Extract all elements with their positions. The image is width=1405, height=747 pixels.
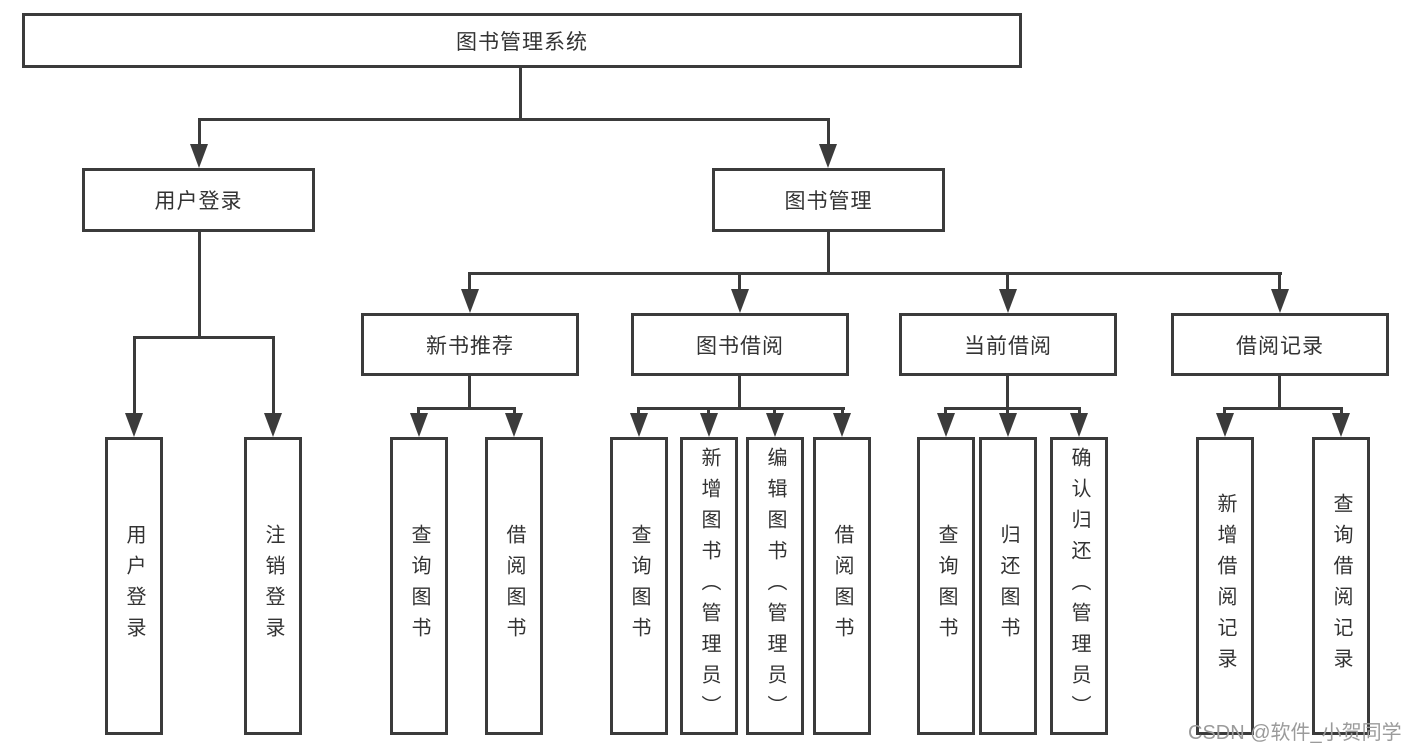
connector-line — [513, 407, 516, 417]
leaf-borrow-books: 借阅图书 — [813, 437, 871, 735]
leaf-query-books-label: 查询图书 — [628, 524, 650, 648]
leaf-add-books-admin-label: 新增图书（管理员） — [698, 446, 720, 726]
connector-line — [133, 336, 136, 416]
leaf-logout-login-label: 注销登录 — [262, 524, 284, 648]
node-book-management-label: 图书管理 — [784, 190, 873, 213]
arrow-down — [1070, 413, 1088, 437]
arrow-down — [999, 413, 1017, 437]
node-current-borrow-label: 当前借阅 — [964, 334, 1052, 358]
connector-line — [469, 272, 1282, 275]
leaf-query-books-label: 查询图书 — [935, 524, 957, 648]
arrow-down — [264, 413, 282, 437]
connector-line — [738, 272, 741, 292]
connector-line — [468, 272, 471, 292]
connector-line — [637, 407, 845, 410]
arrow-down — [937, 413, 955, 437]
arrow-down — [700, 413, 718, 437]
arrow-down — [1216, 413, 1234, 437]
connector-line — [1340, 407, 1343, 417]
connector-line — [827, 232, 830, 272]
arrow-down — [630, 413, 648, 437]
connector-line — [519, 68, 522, 118]
node-new-book-recommend: 新书推荐 — [361, 313, 579, 376]
connector-line — [417, 407, 420, 417]
connector-line — [198, 232, 201, 336]
connector-line — [1278, 376, 1281, 407]
connector-line — [637, 407, 640, 417]
connector-line — [707, 407, 710, 417]
node-borrow-records: 借阅记录 — [1171, 313, 1389, 376]
leaf-return-books: 归还图书 — [979, 437, 1037, 735]
connector-line — [1006, 407, 1009, 417]
leaf-user-login-label: 用户登录 — [123, 524, 145, 648]
leaf-query-borrow-record: 查询借阅记录 — [1312, 437, 1370, 735]
leaf-borrow-books: 借阅图书 — [485, 437, 543, 735]
leaf-confirm-return-admin-label: 确认归还（管理员） — [1068, 446, 1090, 726]
leaf-borrow-books-label: 借阅图书 — [831, 524, 853, 648]
leaf-add-borrow-record-label: 新增借阅记录 — [1214, 493, 1236, 679]
connector-line — [1278, 272, 1281, 292]
arrow-down — [999, 289, 1017, 313]
connector-line — [841, 407, 844, 417]
node-new-book-recommend-label: 新书推荐 — [426, 334, 514, 358]
leaf-query-borrow-record-label: 查询借阅记录 — [1330, 493, 1352, 679]
connector-line — [133, 336, 275, 339]
connector-line — [468, 376, 471, 407]
leaf-edit-books-admin-label: 编辑图书（管理员） — [764, 446, 786, 726]
arrow-down — [505, 413, 523, 437]
csdn-watermark: CSDN @软件_小贺同学 — [1188, 722, 1402, 744]
arrow-down — [833, 413, 851, 437]
node-book-borrow-label: 图书借阅 — [696, 334, 784, 358]
arrow-down — [731, 289, 749, 313]
arrow-down — [125, 413, 143, 437]
leaf-logout-login: 注销登录 — [244, 437, 302, 735]
connector-line — [1006, 376, 1009, 407]
connector-line — [773, 407, 776, 417]
node-library-system-label: 图书管理系统 — [456, 30, 588, 54]
leaf-query-books: 查询图书 — [390, 437, 448, 735]
arrow-down — [1271, 289, 1289, 313]
connector-line — [738, 376, 741, 407]
leaf-return-books-label: 归还图书 — [997, 524, 1019, 648]
node-book-borrow: 图书借阅 — [631, 313, 849, 376]
leaf-borrow-books-label: 借阅图书 — [503, 524, 525, 648]
node-library-system: 图书管理系统 — [22, 13, 1022, 68]
node-user-login: 用户登录 — [82, 168, 315, 232]
connector-line — [944, 407, 947, 417]
arrow-down — [461, 289, 479, 313]
node-current-borrow: 当前借阅 — [899, 313, 1117, 376]
connector-line — [827, 118, 830, 148]
leaf-query-books: 查询图书 — [610, 437, 668, 735]
leaf-edit-books-admin: 编辑图书（管理员） — [746, 437, 804, 735]
connector-line — [1078, 407, 1081, 417]
arrow-down — [766, 413, 784, 437]
connector-line — [198, 118, 830, 121]
connector-line — [944, 407, 1081, 410]
node-borrow-records-label: 借阅记录 — [1236, 334, 1324, 358]
connector-line — [1006, 272, 1009, 292]
arrow-down — [190, 144, 208, 168]
node-user-login-label: 用户登录 — [154, 190, 243, 213]
connector-line — [272, 336, 275, 416]
leaf-user-login: 用户登录 — [105, 437, 163, 735]
arrow-down — [819, 144, 837, 168]
leaf-confirm-return-admin: 确认归还（管理员） — [1050, 437, 1108, 735]
connector-line — [417, 407, 516, 410]
connector-line — [1223, 407, 1226, 417]
node-book-management: 图书管理 — [712, 168, 945, 232]
connector-line — [1223, 407, 1343, 410]
leaf-add-books-admin: 新增图书（管理员） — [680, 437, 738, 735]
leaf-query-books-label: 查询图书 — [408, 524, 430, 648]
leaf-add-borrow-record: 新增借阅记录 — [1196, 437, 1254, 735]
arrow-down — [1332, 413, 1350, 437]
leaf-query-books: 查询图书 — [917, 437, 975, 735]
arrow-down — [410, 413, 428, 437]
connector-line — [198, 118, 201, 148]
